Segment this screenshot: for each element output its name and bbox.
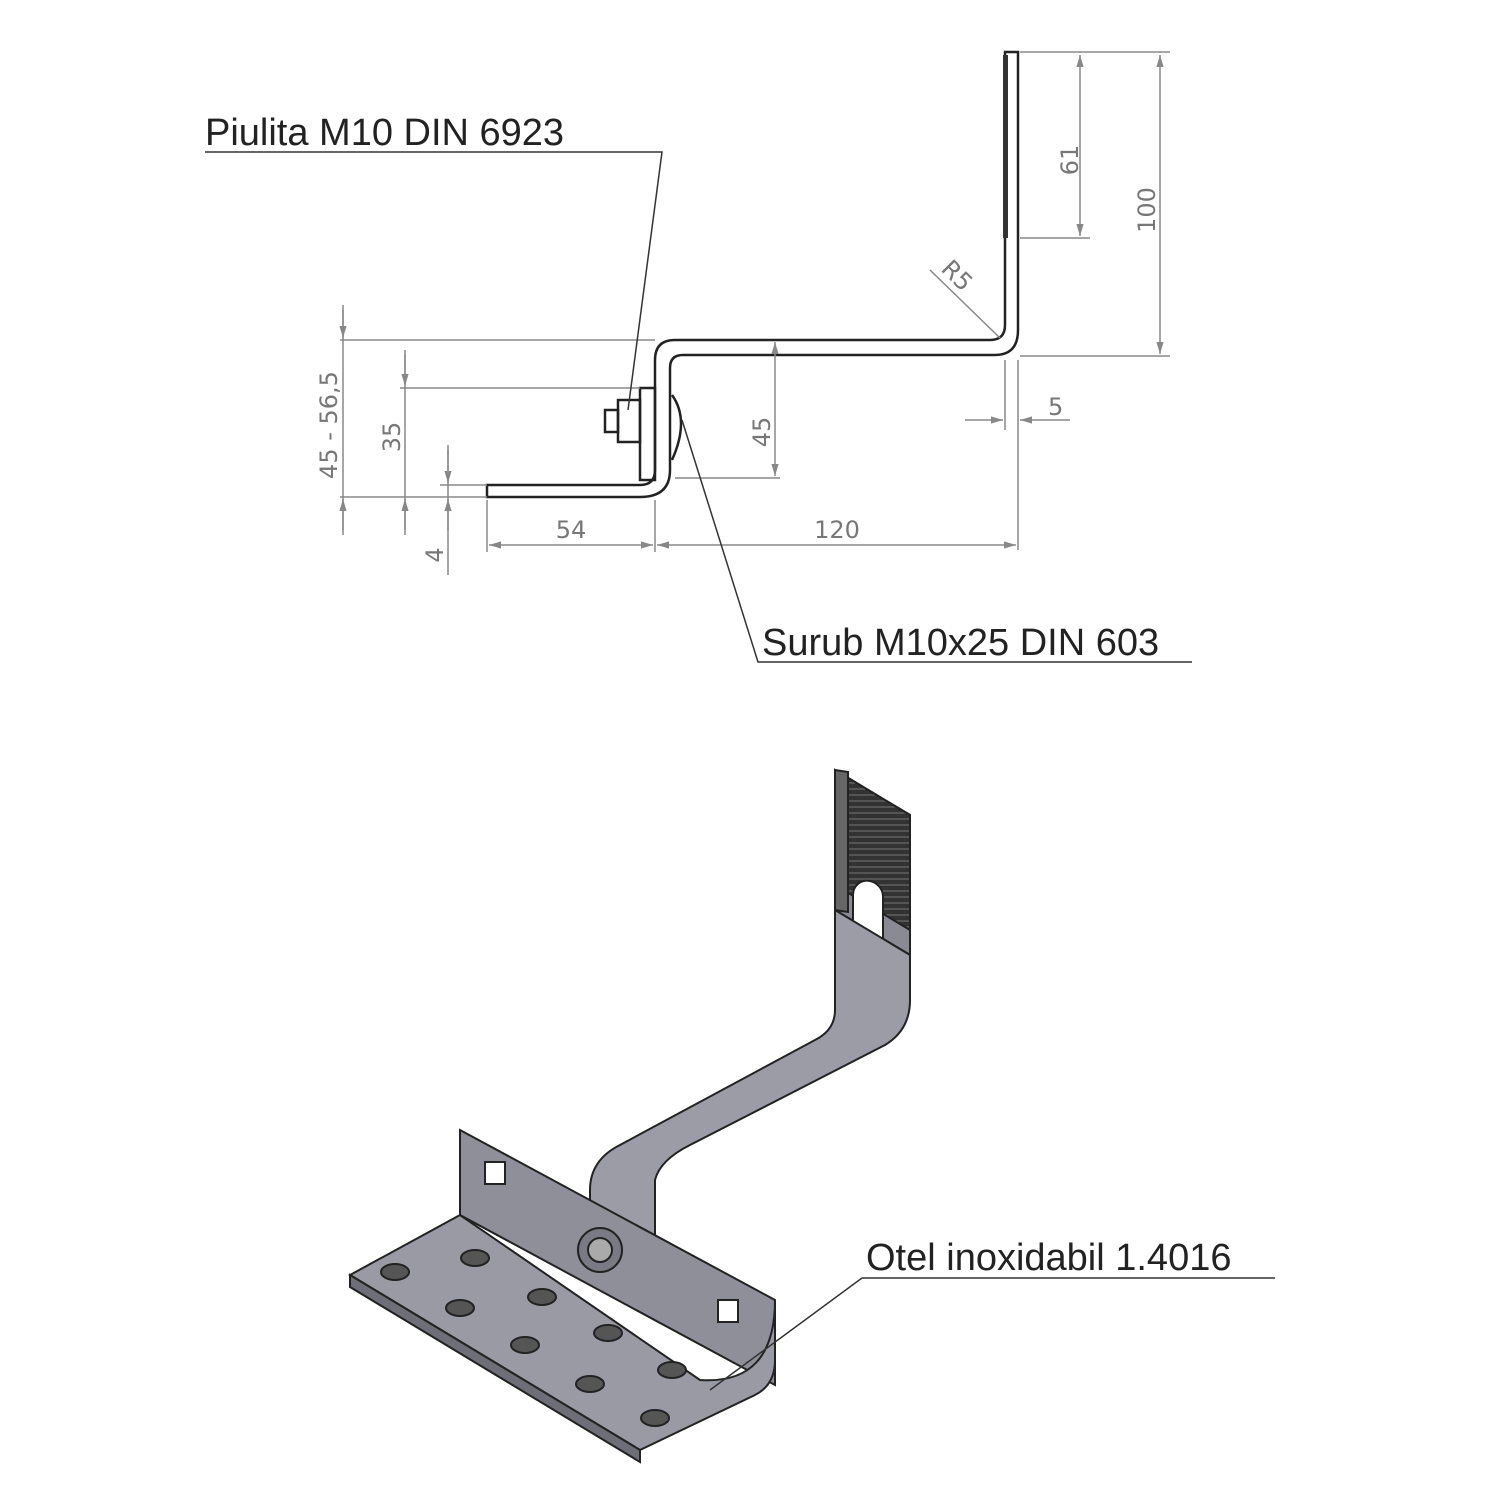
- dim-4: 4: [421, 547, 449, 562]
- isometric-view: [347, 768, 911, 1464]
- callout-material: Otel inoxidabil 1.4016: [709, 1237, 1275, 1391]
- dim-54: 54: [556, 516, 587, 544]
- callout-screw: Surub M10x25 DIN 603: [681, 419, 1192, 664]
- dimension-lines: [339, 51, 1170, 575]
- dim-35: 35: [378, 422, 406, 453]
- dimension-labels: 61 100 R5 5 45 45 - 56,5 35 4 54 120: [315, 145, 1161, 563]
- dim-61: 61: [1056, 145, 1084, 176]
- dim-5: 5: [1048, 393, 1063, 421]
- callout-screw-label: Surub M10x25 DIN 603: [762, 622, 1159, 664]
- callout-nut-label: Piulita M10 DIN 6923: [205, 112, 564, 154]
- dim-100: 100: [1133, 187, 1161, 233]
- dim-45-56-5: 45 - 56,5: [315, 371, 343, 479]
- clamp-plate: [638, 386, 657, 482]
- dim-120: 120: [814, 516, 860, 544]
- dim-45: 45: [748, 417, 776, 448]
- callout-nut: Piulita M10 DIN 6923: [205, 112, 663, 411]
- bolt-head: [670, 394, 683, 461]
- callout-material-label: Otel inoxidabil 1.4016: [866, 1237, 1231, 1279]
- serrated-section: [1003, 55, 1008, 238]
- dim-r5: R5: [936, 254, 978, 296]
